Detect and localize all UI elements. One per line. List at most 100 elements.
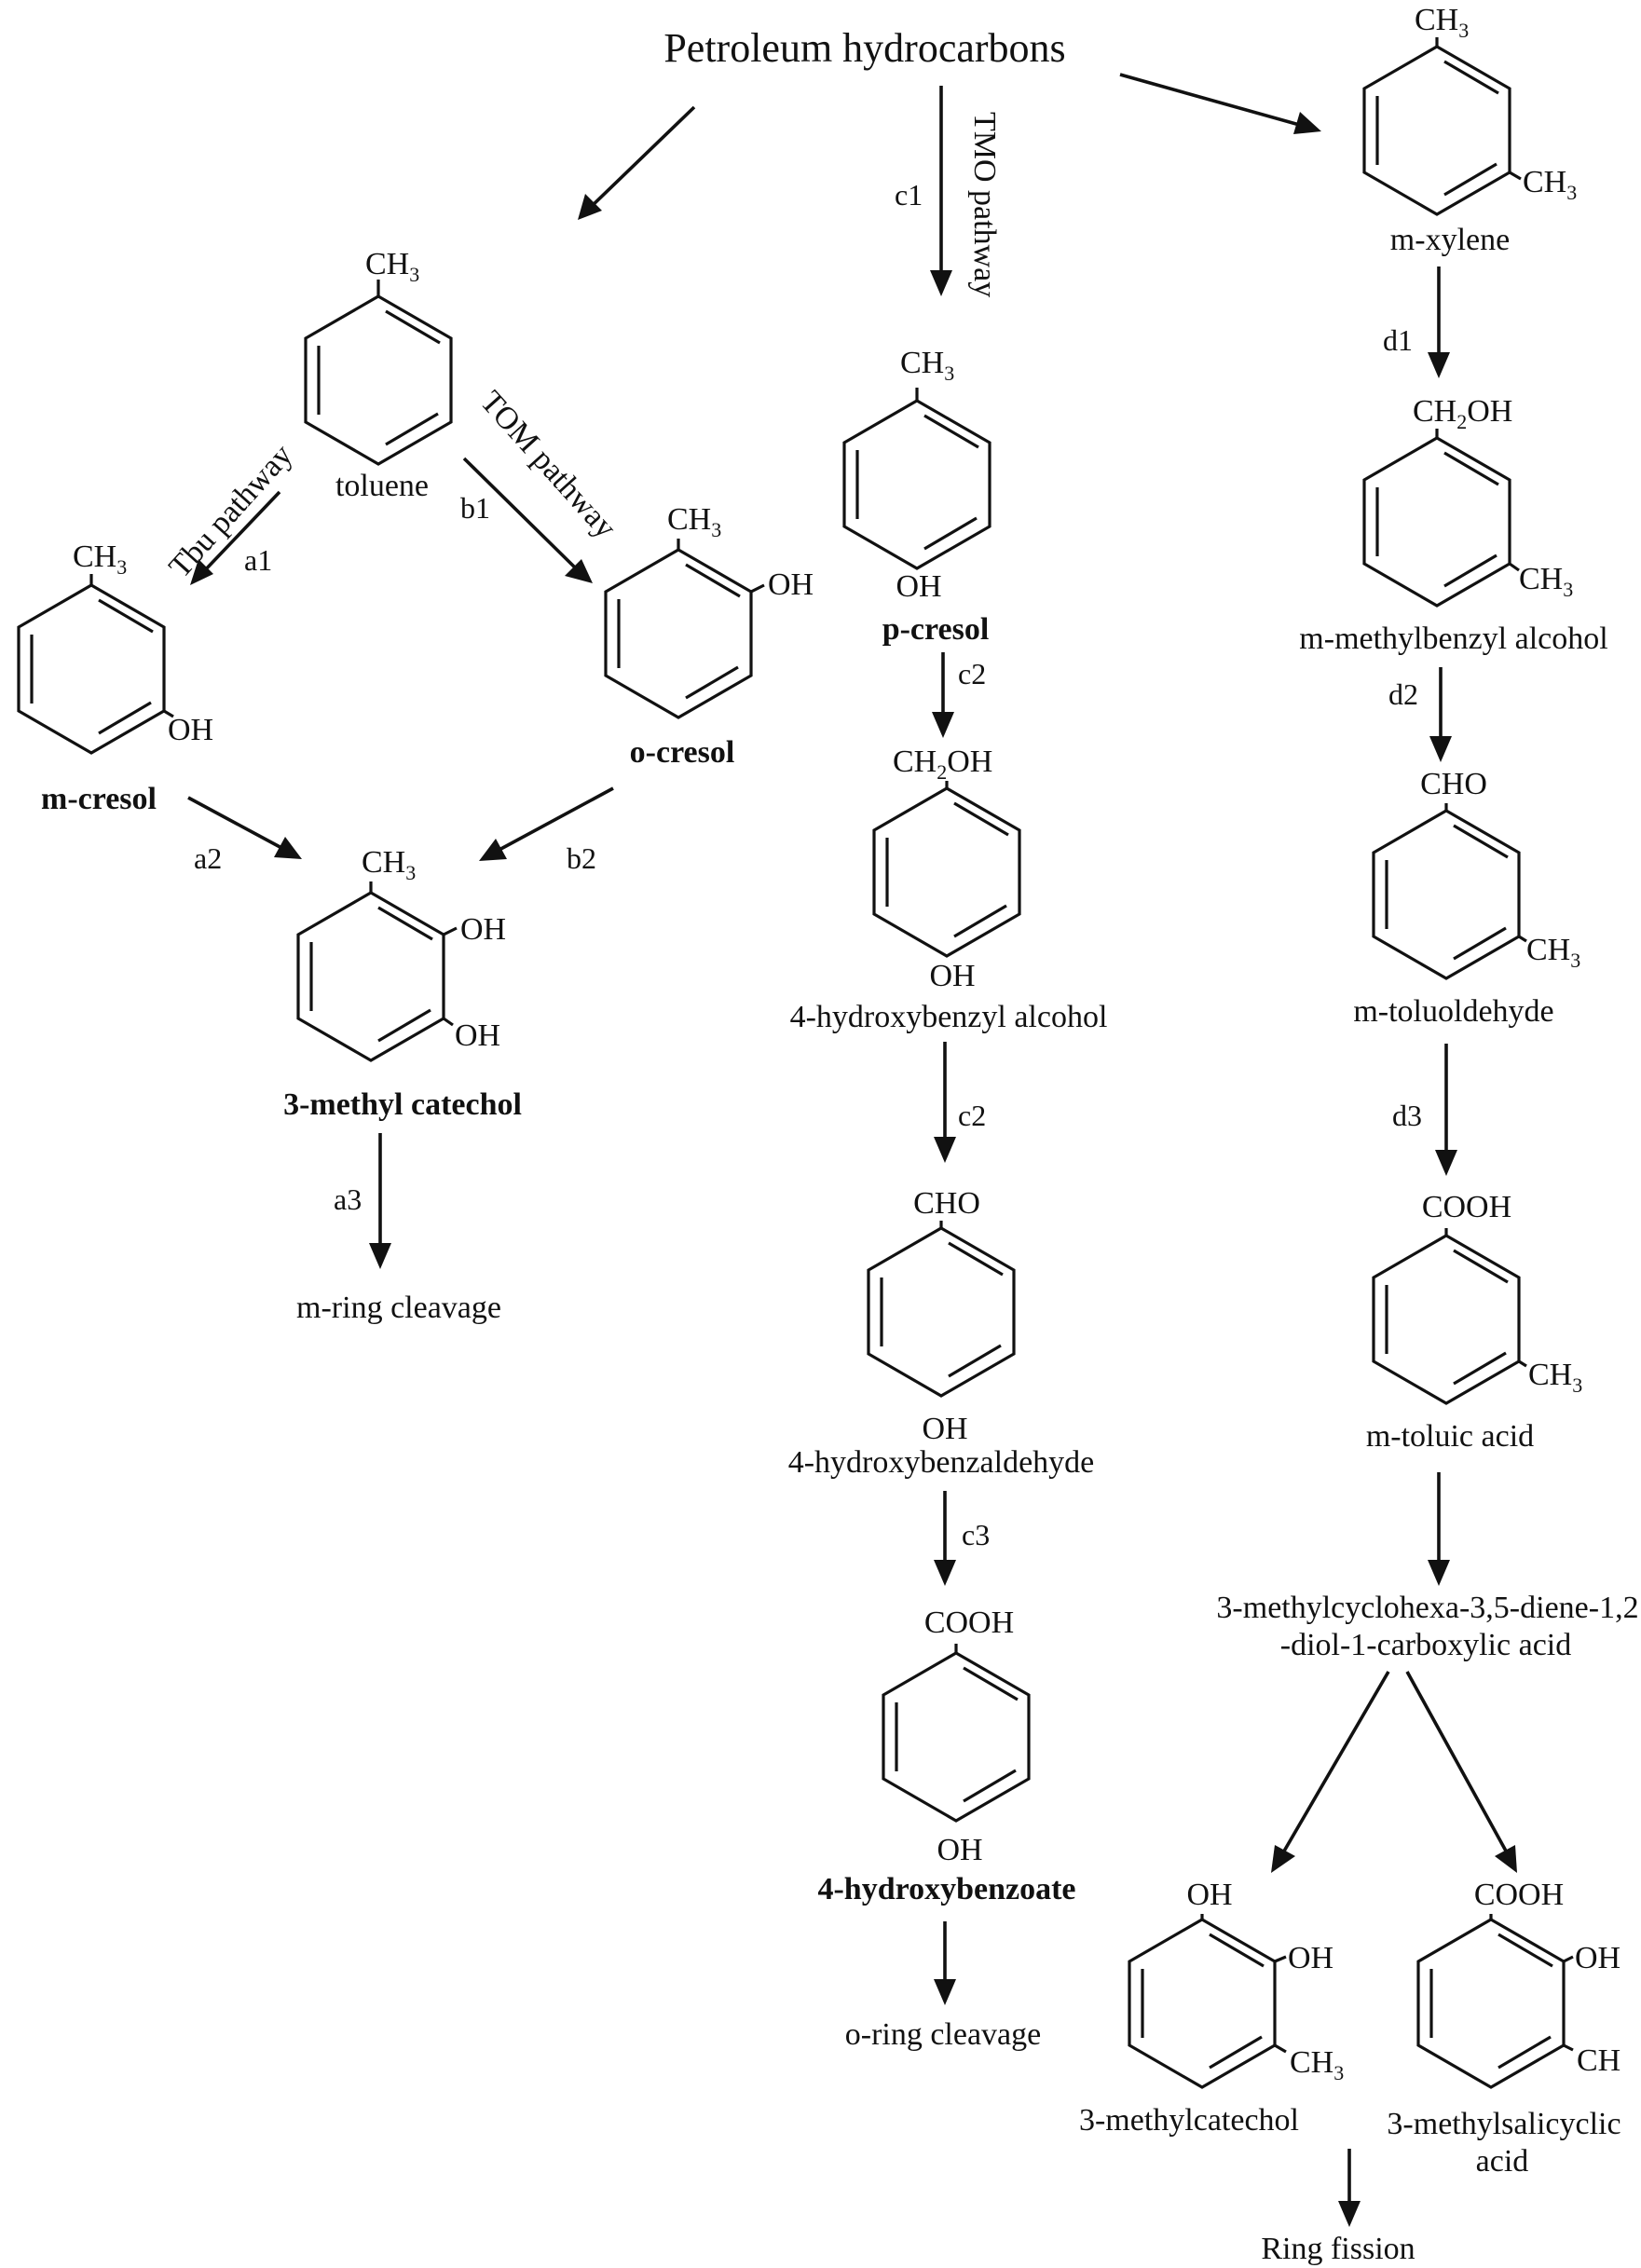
methyl-catechol-left-ch3: CH3 — [362, 845, 416, 884]
methyl-catechol-left-label: 3-methyl catechol — [283, 1087, 522, 1122]
m-cresol-label: m-cresol — [41, 782, 157, 816]
step-d2: d2 — [1388, 677, 1418, 711]
step-a2: a2 — [194, 841, 222, 875]
hydroxybenzoate-cooh: COOH — [924, 1605, 1014, 1640]
arrow-to-m-xylene — [1119, 73, 1321, 134]
m-toluic-acid-ch3: CH3 — [1528, 1358, 1582, 1397]
m-toluic-acid-label: m-toluic acid — [1366, 1419, 1534, 1454]
methylsalicyclic-label-line2: acid — [1476, 2144, 1529, 2179]
hydroxybenzyl-alcohol-oh: OH — [929, 959, 975, 993]
hydroxybenzyl-alcohol-structure: CH2OH OH — [872, 745, 1021, 993]
methylsalicyclic-label-line1: 3-methylsalicyclic — [1387, 2107, 1620, 2141]
m-methylbenzyl-alcohol-label: m-methylbenzyl alcohol — [1299, 622, 1607, 656]
p-cresol-ch3: CH3 — [900, 346, 954, 385]
step-a3: a3 — [334, 1182, 362, 1216]
tom-pathway-label: TOM pathway — [473, 385, 622, 545]
arrow-d2 — [1429, 667, 1452, 762]
arrow-to-o-ring-cleavage — [934, 1921, 956, 2005]
methylcatechol-right-label: 3-methylcatechol — [1079, 2103, 1299, 2138]
m-toluoldehyde-structure: CH3 — [1372, 803, 1580, 980]
m-cresol-oh: OH — [168, 713, 213, 747]
intermediate-label-line2: -diol-1-carboxylic acid — [1280, 1628, 1571, 1662]
methylsalicyclic-cooh: COOH — [1474, 1878, 1564, 1912]
methyl-catechol-left-oh2: OH — [455, 1018, 500, 1053]
step-c3: c3 — [962, 1518, 990, 1551]
arrow-a3 — [369, 1133, 391, 1269]
methylcatechol-right-structure: OH CH3 — [1128, 1914, 1344, 2089]
m-toluoldehyde-cho: CHO — [1420, 767, 1487, 801]
arrow-to-toluene — [578, 105, 696, 220]
intermediate-label-line1: 3-methylcyclohexa-3,5-diene-1,2 — [1216, 1591, 1638, 1625]
arrow-c3 — [934, 1491, 956, 1586]
m-xylene-ch3-side: CH3 — [1523, 165, 1577, 204]
hydroxybenzaldehyde-label: 4-hydroxybenzaldehyde — [788, 1445, 1095, 1480]
arrow-to-3-methylcatechol — [1271, 1671, 1390, 1873]
arrow-a2 — [187, 796, 302, 859]
p-cresol-structure: CH3 OH — [842, 346, 991, 604]
hydroxybenzyl-alcohol-ch2oh: CH2OH — [893, 745, 992, 784]
ring-fission-label: Ring fission — [1261, 2232, 1415, 2266]
step-d3: d3 — [1392, 1099, 1422, 1132]
o-cresol-ch3: CH3 — [667, 502, 721, 541]
p-cresol-oh: OH — [896, 569, 941, 604]
hydroxybenzaldehyde-cho: CHO — [913, 1186, 980, 1221]
arrow-d3 — [1435, 1044, 1457, 1176]
m-cresol-ch3: CH3 — [73, 540, 127, 579]
o-ring-cleavage-label: o-ring cleavage — [845, 2017, 1042, 2052]
step-d1: d1 — [1383, 323, 1413, 357]
m-methylbenzyl-alcohol-ch3: CH3 — [1519, 562, 1573, 601]
p-cresol-label: p-cresol — [882, 612, 990, 647]
step-c2-second: c2 — [958, 1099, 986, 1132]
methylsalicyclic-structure: OH CH — [1416, 1914, 1620, 2089]
m-toluoldehyde-ch3: CH3 — [1526, 933, 1580, 972]
arrow-c2-second — [934, 1042, 956, 1163]
hydroxybenzaldehyde-structure: OH — [867, 1221, 1016, 1446]
step-c2-first: c2 — [958, 657, 986, 690]
tmo-pathway-label: TMO pathway — [967, 112, 1002, 297]
m-ring-cleavage-label: m-ring cleavage — [296, 1291, 501, 1325]
m-toluic-acid-cooh: COOH — [1422, 1190, 1511, 1224]
m-toluoldehyde-label: m-toluoldehyde — [1353, 994, 1553, 1029]
o-cresol-oh: OH — [768, 567, 814, 602]
m-methylbenzyl-alcohol-ch2oh: CH2OH — [1413, 394, 1512, 433]
hydroxybenzaldehyde-oh: OH — [922, 1412, 967, 1446]
m-xylene-structure: CH3 CH3 — [1362, 3, 1577, 216]
toluene-structure: CH3 — [304, 247, 453, 466]
methyl-catechol-left-structure: CH3 OH OH — [296, 845, 506, 1062]
methylcatechol-right-ch3: CH3 — [1290, 2045, 1344, 2084]
step-b2: b2 — [567, 841, 596, 875]
m-toluic-acid-structure: CH3 — [1372, 1228, 1582, 1405]
methylcatechol-right-oh-top: OH — [1186, 1878, 1232, 1912]
tbu-pathway-label: Tbu pathway — [162, 438, 299, 584]
arrow-c1 — [930, 86, 952, 296]
arrow-b1 — [462, 457, 593, 583]
step-a1: a1 — [244, 543, 272, 577]
m-methylbenzyl-alcohol-structure: CH2OH CH3 — [1362, 394, 1573, 608]
methylsalicyclic-ch: CH — [1577, 2043, 1620, 2078]
arrow-to-ring-fission — [1338, 2149, 1361, 2227]
o-cresol-label: o-cresol — [630, 735, 735, 770]
arrow-b2 — [479, 786, 614, 861]
hydroxybenzoate-oh: OH — [937, 1833, 982, 1867]
arrow-c2-first — [932, 652, 954, 738]
arrow-to-intermediate — [1428, 1472, 1450, 1586]
toluene-ch3: CH3 — [365, 247, 419, 286]
methylsalicyclic-oh: OH — [1575, 1941, 1620, 1975]
m-xylene-ch3-top: CH3 — [1415, 3, 1469, 42]
arrow-a1 — [190, 490, 281, 585]
m-xylene-label: m-xylene — [1390, 223, 1510, 257]
o-cresol-structure: CH3 OH — [604, 502, 814, 719]
arrow-d1 — [1428, 266, 1450, 378]
hydroxybenzoate-structure: OH — [882, 1644, 1031, 1867]
diagram-title: Petroleum hydrocarbons — [663, 25, 1065, 71]
step-c1: c1 — [895, 178, 923, 212]
toluene-label: toluene — [335, 469, 429, 503]
hydroxybenzoate-label: 4-hydroxybenzoate — [817, 1872, 1075, 1906]
arrow-to-3-methylsalicyclic-acid — [1405, 1671, 1517, 1873]
step-b1: b1 — [460, 491, 490, 525]
methyl-catechol-left-oh1: OH — [460, 912, 506, 947]
methylcatechol-right-oh-side: OH — [1288, 1941, 1333, 1975]
hydroxybenzyl-alcohol-label: 4-hydroxybenzyl alcohol — [790, 1000, 1108, 1034]
m-cresol-structure: CH3 OH — [17, 540, 213, 755]
